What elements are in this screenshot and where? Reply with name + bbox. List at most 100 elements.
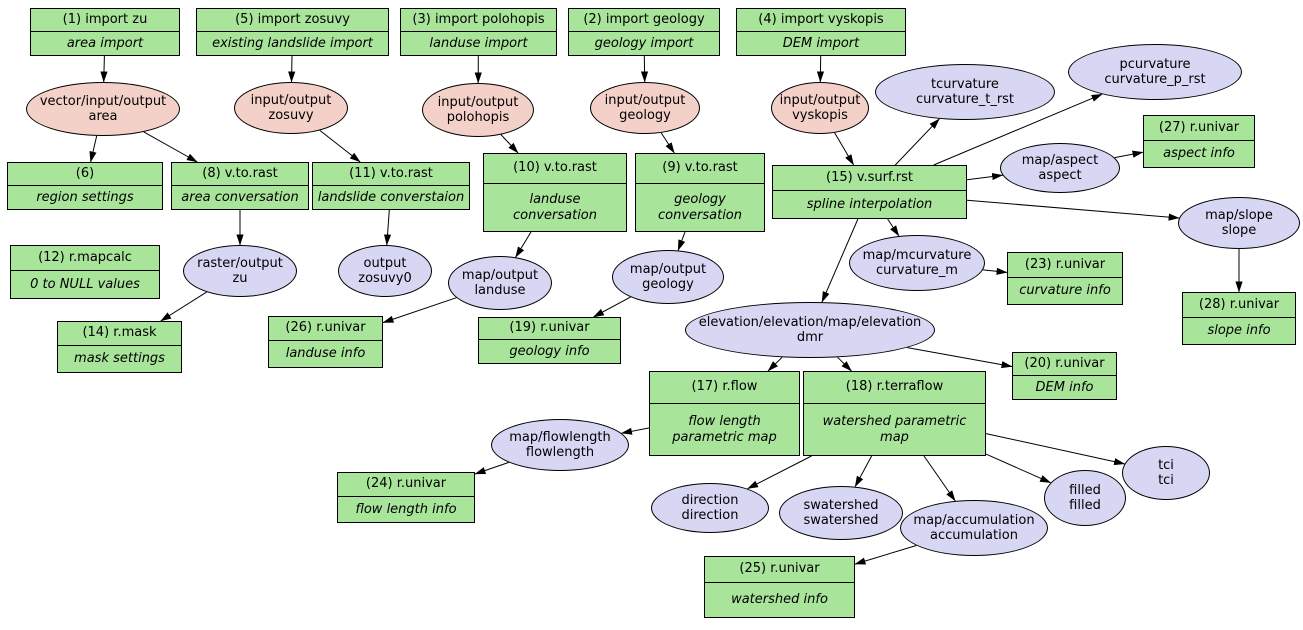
node-ell-swatershed[interactable]: swatershed swatershed — [779, 486, 903, 540]
node-subtitle: DEM import — [782, 35, 860, 51]
node-subtitle: DEM info — [1035, 379, 1094, 395]
node-ell-flowlength[interactable]: map/flowlength flowlength — [491, 419, 629, 471]
node-ell-slope[interactable]: map/slope slope — [1178, 197, 1300, 249]
node-subtitle: slope info — [1207, 323, 1271, 339]
node-label: map/aspect aspect — [1021, 152, 1099, 183]
node-title: (1) import zu — [31, 9, 179, 32]
node-title: (23) r.univar — [1008, 253, 1122, 278]
node-ell-direction[interactable]: direction direction — [651, 483, 769, 533]
node-title: (26) r.univar — [269, 317, 382, 341]
node-label: pcurvature curvature_p_rst — [1104, 56, 1206, 87]
node-ell-geology[interactable]: input/output geology — [590, 82, 700, 134]
edge-ell-rasterzu-to-box-14 — [160, 291, 207, 322]
node-title: (10) v.to.rast — [484, 154, 626, 184]
edge-ell-geologyout-to-box-19 — [592, 296, 631, 318]
node-ell-filled[interactable]: filled filled — [1044, 470, 1126, 526]
node-subtitle: geology conversation — [657, 191, 743, 223]
edge-box-1-to-ell-area — [100, 55, 108, 83]
node-subtitle: landuse import — [429, 35, 528, 51]
node-box-18[interactable]: (18) r.terraflow watershed parametric map — [803, 371, 986, 456]
edge-ell-flowlength-to-box-24 — [474, 461, 509, 475]
node-title: (24) r.univar — [338, 473, 474, 497]
node-title: (12) r.mapcalc — [11, 246, 159, 271]
edge-ell-zosuvy-to-box-11 — [319, 130, 361, 163]
node-ell-landuse[interactable]: map/output landuse — [448, 256, 552, 310]
node-box-1[interactable]: (1) import zu area import — [30, 8, 180, 56]
node-ell-vyskopis[interactable]: input/output vyskopis — [771, 82, 869, 134]
edge-box-15-to-ell-pcurv — [933, 93, 1103, 166]
node-ell-aspect[interactable]: map/aspect aspect — [1000, 143, 1120, 193]
node-ell-rasterzu[interactable]: raster/output zu — [183, 245, 297, 297]
node-box-5[interactable]: (5) import zosuvy existing landslide impo… — [196, 8, 389, 56]
node-label: map/output geology — [629, 261, 707, 292]
node-ell-mcurv[interactable]: map/mcurvature curvature_m — [849, 235, 985, 291]
node-box-10[interactable]: (10) v.to.rast landuse conversation — [483, 153, 627, 232]
edge-ell-area-to-box-8 — [143, 131, 198, 163]
node-subtitle: aspect info — [1163, 146, 1235, 162]
node-ell-pcurv[interactable]: pcurvature curvature_p_rst — [1068, 44, 1242, 100]
edge-ell-area-to-box-6 — [89, 135, 98, 163]
node-subtitle: watershed info — [731, 592, 828, 608]
node-box-15[interactable]: (15) v.surf.rst spline interpolation — [772, 165, 967, 219]
node-title: (17) r.flow — [650, 372, 799, 404]
node-label: filled filled — [1069, 482, 1101, 513]
node-box-12[interactable]: (12) r.mapcalc 0 to NULL values — [10, 245, 160, 299]
node-ell-dmr[interactable]: elevation/elevation/map/elevation dmr — [685, 302, 935, 358]
node-box-3[interactable]: (3) import polohopis landuse import — [400, 8, 557, 56]
node-box-6[interactable]: (6)region settings — [7, 162, 163, 210]
node-subtitle: existing landslide import — [212, 35, 373, 51]
node-title: (20) r.univar — [1013, 353, 1116, 376]
node-label: tcurvature curvature_t_rst — [915, 76, 1015, 107]
edge-ell-mcurv-to-box-23 — [982, 267, 1008, 275]
node-subtitle: flow length info — [355, 501, 457, 517]
edge-ell-geology-to-box-9 — [660, 132, 675, 154]
edge-box-15-to-ell-aspect — [966, 172, 1004, 181]
node-label: output zosuvy0 — [358, 255, 412, 286]
node-subtitle: area import — [66, 35, 144, 51]
node-box-28[interactable]: (28) r.univar slope info — [1182, 292, 1296, 345]
node-box-17[interactable]: (17) r.flow flow length parametric map — [649, 371, 800, 456]
node-title: (8) v.to.rast — [172, 163, 308, 186]
node-title: (3) import polohopis — [401, 9, 556, 32]
node-ell-zosuvy0[interactable]: output zosuvy0 — [338, 245, 432, 297]
node-box-24[interactable]: (24) r.univar flow length info — [337, 472, 475, 523]
node-title: (18) r.terraflow — [804, 372, 985, 404]
node-ell-area[interactable]: vector/input/output area — [26, 82, 180, 136]
node-title: (28) r.univar — [1183, 293, 1295, 318]
node-label: input/output zosuvy — [250, 92, 332, 123]
node-subtitle: watershed parametric map — [822, 413, 967, 445]
node-ell-zosuvy[interactable]: input/output zosuvy — [234, 82, 348, 134]
edge-box-15-to-ell-tcurv — [894, 118, 940, 166]
node-ell-geologyout[interactable]: map/output geology — [612, 250, 724, 304]
node-ell-accum[interactable]: map/accumulation accumulation — [900, 500, 1048, 556]
node-subtitle: flow length parametric map — [672, 413, 777, 445]
node-title: (5) import zosuvy — [197, 9, 388, 32]
node-subtitle: 0 to NULL values — [30, 276, 140, 292]
node-subtitle: spline interpolation — [806, 196, 933, 212]
node-label: map/accumulation accumulation — [913, 512, 1035, 543]
node-ell-tcurv[interactable]: tcurvature curvature_t_rst — [875, 64, 1055, 120]
node-title: (15) v.surf.rst — [773, 166, 966, 191]
edge-box-10-to-ell-landuse — [515, 231, 532, 258]
node-label: map/flowlength flowlength — [509, 429, 611, 460]
node-ell-tci[interactable]: tci tci — [1122, 446, 1210, 500]
edge-ell-vyskopis-to-box-15 — [834, 132, 855, 166]
edge-box-15-to-ell-slope — [966, 199, 1180, 221]
node-label: vector/input/output area — [39, 93, 167, 124]
node-subtitle: landuse conversation — [512, 191, 598, 223]
node-ell-polohopis[interactable]: input/output polohopis — [422, 83, 534, 137]
